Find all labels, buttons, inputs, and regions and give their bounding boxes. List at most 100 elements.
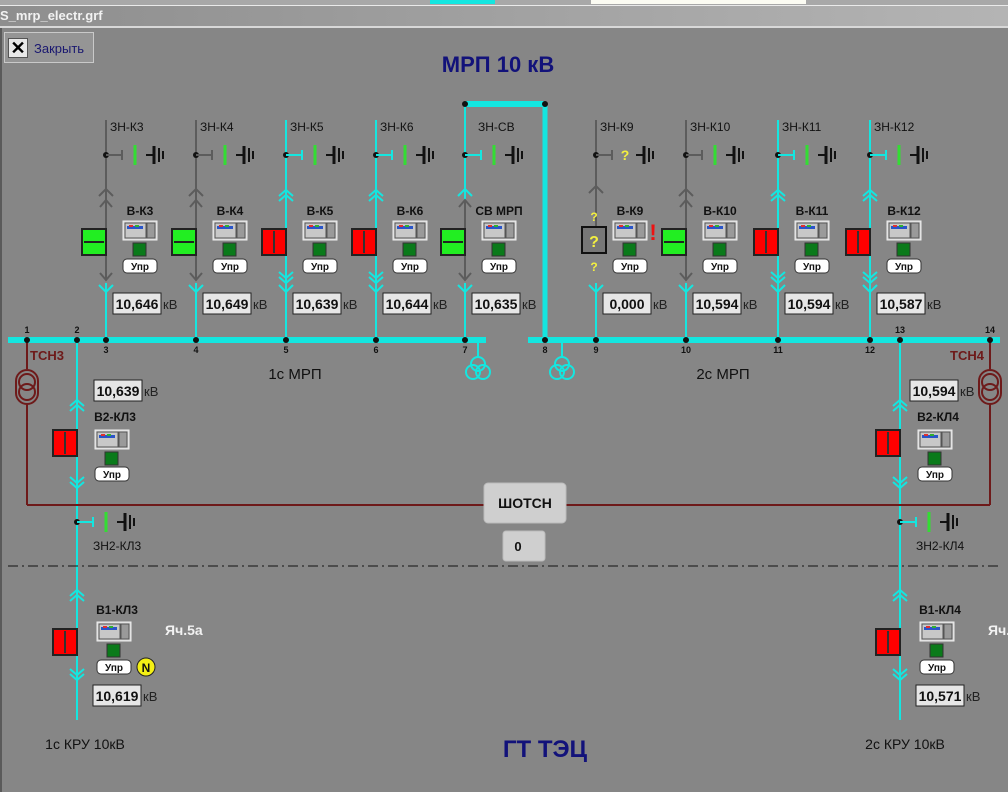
control-button-k5[interactable]: Упр xyxy=(302,258,338,274)
breaker-label-k3: В-К3 xyxy=(127,204,154,218)
incomer-b1-panel-right[interactable] xyxy=(919,621,955,642)
upper-disconnector-k5 xyxy=(278,188,294,202)
alarm-icon: ! xyxy=(649,220,656,245)
breaker-label-k6: В-К6 xyxy=(397,204,424,218)
upper-disconnector-k4 xyxy=(188,187,204,197)
chevron-down-icon xyxy=(770,271,786,280)
ground-icon xyxy=(940,513,958,531)
busbar-section-1-label: 1с МРП xyxy=(268,366,321,383)
incomer-b2-panel-left[interactable] xyxy=(94,429,130,450)
bus-node-10 xyxy=(683,337,689,343)
voltage-transformer-1 xyxy=(465,356,491,380)
control-button-k9[interactable]: Упр xyxy=(612,258,648,274)
incomer-earth-label-right: ЗН2-КЛ4 xyxy=(916,539,964,553)
bus-node-3 xyxy=(103,337,109,343)
status-indicator xyxy=(402,242,417,257)
earth-switch-label-k11: ЗН-К11 xyxy=(782,120,822,134)
chevron-down-icon xyxy=(770,276,786,285)
panel-screen-mark xyxy=(924,434,928,436)
transformer-case xyxy=(978,369,1002,405)
breaker-panel-k4[interactable] xyxy=(212,220,248,241)
voltage-box xyxy=(915,684,965,707)
chevron-down-icon xyxy=(278,271,294,280)
panel-screen-mark xyxy=(135,225,139,227)
chevron-up-icon xyxy=(892,593,908,602)
breaker-panel-k10[interactable] xyxy=(702,220,738,241)
incomer-earth-label-left: ЗН2-КЛ3 xyxy=(93,539,141,553)
panel-screen-mark xyxy=(893,225,897,227)
rack-arrow-up-icon xyxy=(99,198,113,208)
earth-switch-label-k6: ЗН-К6 xyxy=(380,120,414,134)
shotsn-button[interactable]: ШОТСН xyxy=(483,482,567,524)
voltage-transformer-2 xyxy=(549,356,575,380)
tsn-label-left: ТСН3 xyxy=(30,348,64,363)
bus-node-label: 4 xyxy=(193,345,198,355)
control-button-k10[interactable]: Упр xyxy=(702,258,738,274)
control-button-sv[interactable]: Упр xyxy=(481,258,517,274)
control-button-k3[interactable]: Упр xyxy=(122,258,158,274)
breaker-panel-k6[interactable] xyxy=(392,220,428,241)
bus-node-5 xyxy=(283,337,289,343)
breaker-panel-k12[interactable] xyxy=(886,220,922,241)
breaker-panel-sv[interactable] xyxy=(481,220,517,241)
bus-node-label: 13 xyxy=(895,325,905,335)
breaker-panel-k3[interactable] xyxy=(122,220,158,241)
close-button-label: Закрыть xyxy=(34,41,85,56)
tsn-label-right: ТСН4 xyxy=(950,348,985,363)
control-button-bg xyxy=(919,659,955,675)
incomer-b2-panel-right[interactable] xyxy=(917,429,953,450)
voltage-value: 0,000 xyxy=(609,296,644,312)
earth-switch-label-k10: ЗН-К10 xyxy=(690,120,731,134)
breaker-panel-k11[interactable] xyxy=(794,220,830,241)
voltage-box xyxy=(92,684,142,707)
upper-disconnector-k9 xyxy=(588,184,604,194)
lower-connector-k11 xyxy=(770,284,786,294)
voltage-box xyxy=(292,292,342,315)
chevron-up-icon xyxy=(770,193,786,202)
chevron-up-icon xyxy=(892,403,908,412)
control-button-k6[interactable]: Упр xyxy=(392,258,428,274)
incomer-b2-control-left[interactable]: Упр xyxy=(94,466,130,482)
breaker-label-k9: В-К9 xyxy=(617,204,644,218)
chevron-up-icon xyxy=(368,193,384,202)
incomer-b2-upper-disconnector-right xyxy=(892,398,908,412)
rack-arrow-down-icon xyxy=(99,272,113,282)
earth-switch-label-k9: ЗН-К9 xyxy=(600,120,634,134)
breaker-k9[interactable] xyxy=(581,226,607,254)
bus-node-11 xyxy=(775,337,781,343)
bus-node-9 xyxy=(593,337,599,343)
control-button-bg xyxy=(481,258,517,274)
upper-disconnector-k6 xyxy=(368,188,384,202)
control-button-k11[interactable]: Упр xyxy=(794,258,830,274)
incomer-b1-control-right[interactable]: Упр xyxy=(919,659,955,675)
earth-switch-unknown-mark: ? xyxy=(621,147,630,163)
status-indicator xyxy=(896,242,911,257)
tsn-transformer-right xyxy=(978,369,1002,405)
control-button-k4[interactable]: Упр xyxy=(212,258,248,274)
incomer-b1-control-left[interactable]: Упр xyxy=(96,659,132,675)
control-button-bg xyxy=(96,659,132,675)
breaker-panel-k9[interactable] xyxy=(612,220,648,241)
bus-node-label: 3 xyxy=(103,345,108,355)
breaker-panel-k5[interactable] xyxy=(302,220,338,241)
incomer-b2-control-right[interactable]: Упр xyxy=(917,466,953,482)
close-button[interactable]: ✕ Закрыть xyxy=(4,32,94,63)
chevron-up-icon xyxy=(892,398,908,407)
shotsn-value-text: 0 xyxy=(514,539,521,554)
lower-disconnector-k12 xyxy=(862,271,878,285)
incomer-b1-panel-left[interactable] xyxy=(96,621,132,642)
window-frame xyxy=(0,28,2,792)
chevron-down-icon xyxy=(862,271,878,280)
voltage-unit: кВ xyxy=(927,297,941,312)
upper-disconnector-k3 xyxy=(98,187,114,197)
lower-connector-k5 xyxy=(278,284,294,294)
substation-title: МРП 10 кВ xyxy=(442,52,554,77)
shotsn-value: 0 xyxy=(502,530,546,562)
control-button-k12[interactable]: Упр xyxy=(886,258,922,274)
panel-screen-bar xyxy=(799,226,815,229)
voltage-value: 10,594 xyxy=(788,296,831,312)
panel-screen-mark xyxy=(494,225,498,227)
bus-node-label: 5 xyxy=(283,345,288,355)
vt-winding xyxy=(559,364,575,380)
